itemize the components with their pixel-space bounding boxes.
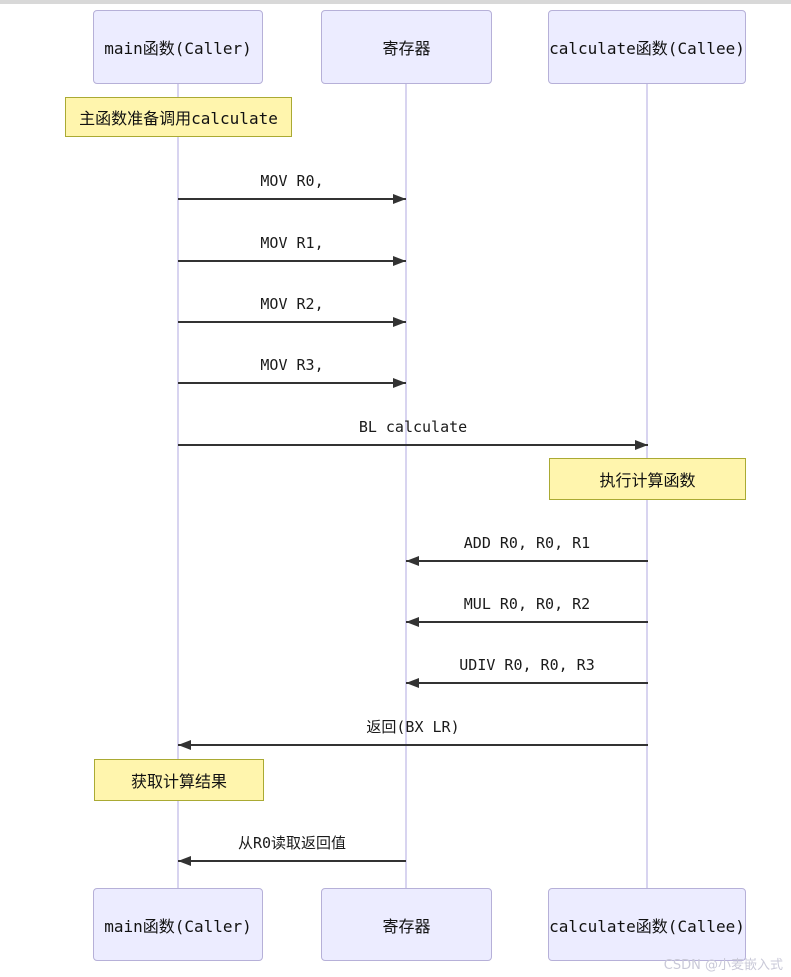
message-mov-r1: MOV R1, xyxy=(178,233,406,266)
arrow-line xyxy=(406,617,648,627)
note-prepare-call: 主函数准备调用calculate xyxy=(65,97,292,137)
message-label: MOV R1, xyxy=(260,234,324,252)
arrowhead-left-icon xyxy=(406,617,419,627)
note-execute-calc: 执行计算函数 xyxy=(549,458,746,500)
arrowhead-left-icon xyxy=(178,740,191,750)
arrow-line xyxy=(406,678,648,688)
arrow-line xyxy=(178,740,648,750)
actor-main-top: main函数(Caller) xyxy=(93,10,263,84)
message-label: MOV R0, xyxy=(260,172,324,190)
message-add: ADD R0, R0, R1 xyxy=(406,533,648,566)
actor-calculate-top: calculate函数(Callee) xyxy=(548,10,746,84)
message-read-r0: 从R0读取返回值 xyxy=(178,833,406,866)
message-mov-r0: MOV R0, xyxy=(178,171,406,204)
actor-registers-bottom: 寄存器 xyxy=(321,888,492,961)
arrowhead-right-icon xyxy=(393,378,406,388)
message-label: MOV R2, xyxy=(260,295,324,313)
watermark: CSDN @小麦嵌入式 xyxy=(663,958,783,973)
actor-registers-top: 寄存器 xyxy=(321,10,492,84)
arrow-line xyxy=(178,256,406,266)
arrowhead-right-icon xyxy=(393,194,406,204)
message-mul: MUL R0, R0, R2 xyxy=(406,594,648,627)
message-return-bx-lr: 返回(BX LR) xyxy=(178,717,648,750)
arrow-line xyxy=(178,856,406,866)
arrowhead-left-icon xyxy=(178,856,191,866)
arrowhead-right-icon xyxy=(393,317,406,327)
message-label: ADD R0, R0, R1 xyxy=(463,534,591,552)
top-divider xyxy=(0,0,791,4)
message-label: MUL R0, R0, R2 xyxy=(463,595,591,613)
message-label: UDIV R0, R0, R3 xyxy=(459,656,595,674)
arrow-line xyxy=(178,194,406,204)
arrow-line xyxy=(406,556,648,566)
lifeline-main xyxy=(177,84,179,888)
arrowhead-right-icon xyxy=(393,256,406,266)
arrow-line xyxy=(178,317,406,327)
message-label: 从R0读取返回值 xyxy=(237,834,347,852)
note-get-result: 获取计算结果 xyxy=(94,759,264,801)
actor-calculate-bottom: calculate函数(Callee) xyxy=(548,888,746,961)
arrowhead-left-icon xyxy=(406,678,419,688)
message-mov-r3: MOV R3, xyxy=(178,355,406,388)
arrowhead-left-icon xyxy=(406,556,419,566)
message-bl-calculate: BL calculate xyxy=(178,417,648,450)
arrowhead-right-icon xyxy=(635,440,648,450)
actor-main-bottom: main函数(Caller) xyxy=(93,888,263,961)
message-udiv: UDIV R0, R0, R3 xyxy=(406,655,648,688)
message-label: MOV R3, xyxy=(260,356,324,374)
message-label: 返回(BX LR) xyxy=(366,718,460,736)
lifeline-registers xyxy=(405,84,407,888)
arrow-line xyxy=(178,378,406,388)
arrow-line xyxy=(178,440,648,450)
message-label: BL calculate xyxy=(358,418,468,436)
message-mov-r2: MOV R2, xyxy=(178,294,406,327)
